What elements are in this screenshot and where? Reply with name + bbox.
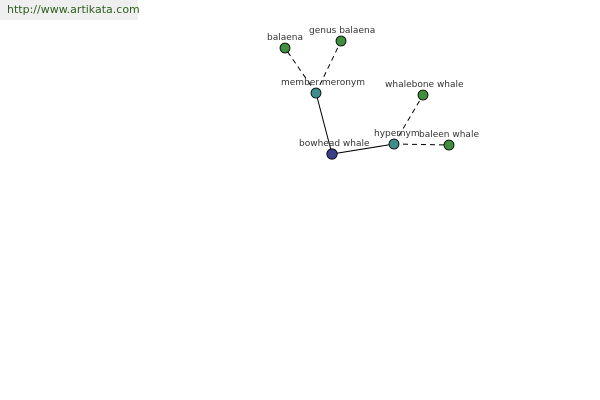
label-member-meronym: member meronym <box>281 78 365 88</box>
node-balaena[interactable] <box>279 42 291 54</box>
label-whalebone-whale: whalebone whale <box>385 80 464 90</box>
edges-layer <box>284 40 450 155</box>
label-hypernym: hypernym <box>374 129 420 139</box>
label-genus-balaena: genus balaena <box>309 26 375 36</box>
label-balaena: balaena <box>267 33 303 43</box>
node-bowhead-whale[interactable] <box>326 148 338 160</box>
site-url-watermark: http://www.artikata.com <box>0 0 140 20</box>
node-hypernym[interactable] <box>388 138 400 150</box>
edge-member-meronym-to-genus-balaena <box>315 40 342 94</box>
edge-bowhead-whale-to-member-meronym <box>315 92 333 155</box>
node-genus-balaena[interactable] <box>335 35 347 47</box>
label-baleen-whale: baleen whale <box>419 130 479 140</box>
node-whalebone-whale[interactable] <box>417 89 429 101</box>
edge-hypernym-to-whalebone-whale <box>393 94 424 145</box>
edge-hypernym-to-baleen-whale <box>393 143 450 146</box>
edge-member-meronym-to-balaena <box>284 47 317 94</box>
nodes-layer <box>279 35 455 160</box>
label-bowhead-whale: bowhead whale <box>299 139 370 149</box>
node-baleen-whale[interactable] <box>443 139 455 151</box>
node-member-meronym[interactable] <box>310 87 322 99</box>
labels-layer: bowhead whale member meronym hypernym balae… <box>267 26 479 149</box>
edge-bowhead-whale-to-hypernym <box>331 143 395 155</box>
